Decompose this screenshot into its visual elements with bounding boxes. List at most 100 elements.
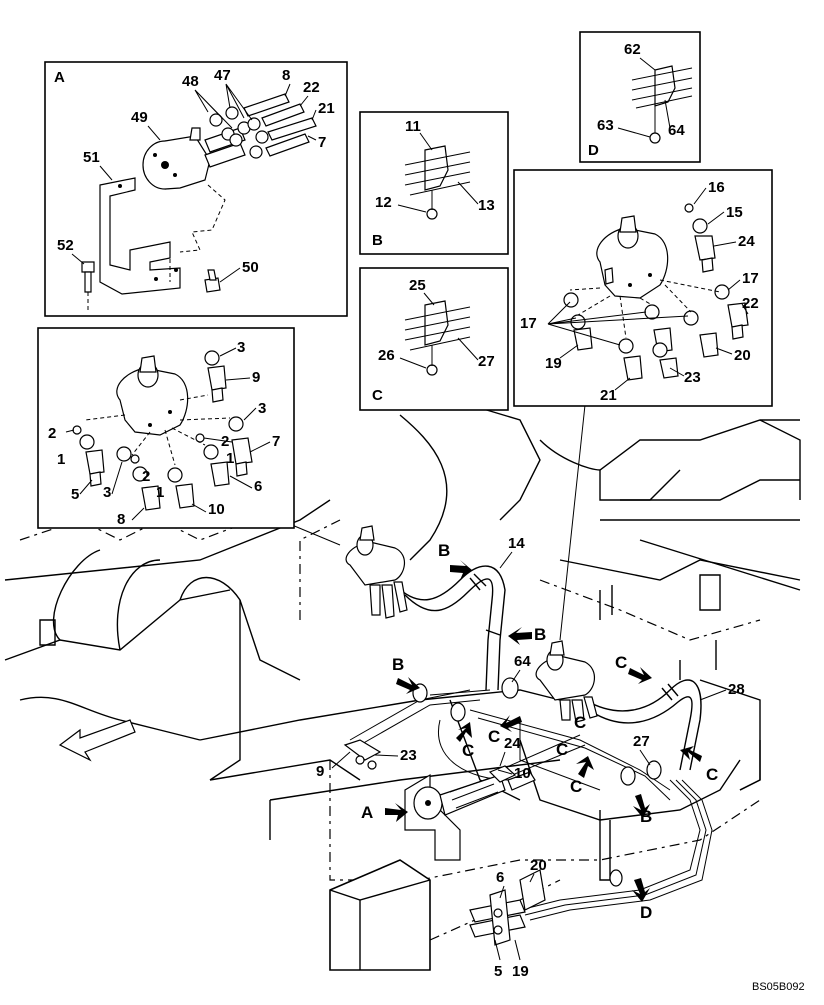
detail-view-d: D 62 63 64 bbox=[579, 31, 701, 163]
part-label: 22 bbox=[303, 79, 320, 96]
arrow-letter: C bbox=[615, 653, 627, 672]
part-label: 51 bbox=[83, 149, 100, 166]
part-label: 24 bbox=[504, 735, 521, 752]
arrow-c-1 bbox=[628, 667, 652, 684]
arrow-letter: C bbox=[574, 713, 586, 732]
arrow-letter: B bbox=[640, 807, 652, 826]
arrow-a bbox=[385, 803, 408, 822]
part-label: 63 bbox=[597, 117, 614, 134]
part-label: 24 bbox=[738, 233, 755, 250]
part-label: 52 bbox=[57, 237, 74, 254]
control-valve-left bbox=[345, 525, 408, 619]
part-label: 3 bbox=[258, 400, 266, 417]
detail-view-a: A bbox=[44, 61, 348, 317]
view-letter: C bbox=[372, 387, 383, 404]
part-label: 1 bbox=[57, 451, 65, 468]
part-label: 13 bbox=[478, 197, 495, 214]
arrow-b-4 bbox=[633, 794, 650, 818]
part-label: 64 bbox=[668, 122, 685, 139]
figure-code: BS05B092 bbox=[752, 981, 805, 993]
part-label: 17 bbox=[520, 315, 537, 332]
part-label: 64 bbox=[514, 653, 531, 670]
control-valve-right bbox=[535, 640, 598, 723]
arrow-letters: B B B C C C C C C C A B D bbox=[361, 541, 718, 922]
part-label: 12 bbox=[375, 194, 392, 211]
part-label: 6 bbox=[254, 478, 262, 495]
arrow-c-3 bbox=[456, 722, 472, 742]
detail-view-c: C 25 26 27 bbox=[359, 267, 509, 411]
arrow-d bbox=[632, 878, 650, 902]
arrow-b-2 bbox=[508, 627, 532, 645]
view-letter: D bbox=[588, 142, 599, 159]
part-label: 1 bbox=[156, 484, 164, 501]
part-label: 5 bbox=[71, 486, 79, 503]
arrow-letter: C bbox=[556, 740, 568, 759]
callout-leader-right bbox=[559, 404, 586, 641]
part-label: 2 bbox=[48, 425, 56, 442]
part-label: 25 bbox=[409, 277, 426, 294]
part-label: 17 bbox=[742, 270, 759, 287]
detail-view-b: B 11 12 13 bbox=[359, 111, 509, 255]
part-label: 16 bbox=[708, 179, 725, 196]
arrow-letter: D bbox=[640, 903, 652, 922]
part-label: 19 bbox=[545, 355, 562, 372]
part-label: 8 bbox=[282, 67, 290, 84]
arrow-letter: C bbox=[462, 741, 474, 760]
part-label: 26 bbox=[378, 347, 395, 364]
part-label: 7 bbox=[318, 134, 326, 151]
part-label: 15 bbox=[726, 204, 743, 221]
view-arrows bbox=[385, 560, 702, 902]
part-label: 23 bbox=[684, 369, 701, 386]
part-label: 27 bbox=[478, 353, 495, 370]
arrow-letter: A bbox=[361, 803, 373, 822]
view-letter: A bbox=[54, 69, 65, 86]
part-label: 20 bbox=[530, 857, 547, 874]
part-label: 11 bbox=[405, 118, 421, 135]
detail-view-left-valve: 3 9 3 2 2 1 7 1 5 3 2 1 6 8 10 bbox=[37, 327, 295, 529]
part-label: 47 bbox=[214, 67, 231, 84]
view-letter: B bbox=[372, 232, 383, 249]
part-label: 21 bbox=[600, 387, 617, 404]
arrow-b-3 bbox=[396, 677, 420, 694]
pedal-valve-a bbox=[404, 773, 506, 861]
detail-view-right-valve: 16 15 24 17 22 17 19 20 21 23 bbox=[513, 169, 773, 407]
part-label: 7 bbox=[272, 433, 280, 450]
bottom-fittings bbox=[469, 869, 546, 946]
part-label: 49 bbox=[131, 109, 148, 126]
part-label: 5 bbox=[494, 963, 502, 980]
arrow-letter: B bbox=[438, 541, 450, 560]
arrow-letter: B bbox=[392, 655, 404, 674]
part-label: 8 bbox=[117, 511, 125, 528]
arrow-c-5 bbox=[680, 746, 702, 762]
part-label: 22 bbox=[742, 295, 759, 312]
part-label: 9 bbox=[316, 763, 324, 780]
part-label: 23 bbox=[400, 747, 417, 764]
part-label: 10 bbox=[208, 501, 225, 518]
part-label: 3 bbox=[103, 484, 111, 501]
machine-frame bbox=[4, 404, 801, 971]
direction-arrow bbox=[58, 719, 136, 762]
part-label: 6 bbox=[496, 869, 504, 886]
junction-blocks bbox=[343, 739, 536, 791]
arrow-b-1 bbox=[450, 560, 472, 580]
part-label: 28 bbox=[728, 681, 745, 698]
part-label: 2 bbox=[142, 468, 150, 485]
part-label: 9 bbox=[252, 369, 260, 386]
part-label: 50 bbox=[242, 259, 259, 276]
arrow-c-4 bbox=[576, 756, 594, 778]
part-label: 19 bbox=[512, 963, 529, 980]
part-label: 1 bbox=[226, 450, 234, 467]
arrow-letter: C bbox=[488, 727, 500, 746]
part-label: 14 bbox=[508, 535, 525, 552]
main-labels: 14 64 28 9 23 24 10 27 6 20 5 19 bbox=[316, 535, 745, 980]
arrow-c-2 bbox=[500, 715, 522, 732]
part-label: 20 bbox=[734, 347, 751, 364]
arrow-letter: C bbox=[706, 765, 718, 784]
part-label: 62 bbox=[624, 41, 641, 58]
part-label: 21 bbox=[318, 100, 335, 117]
part-label: 3 bbox=[237, 339, 245, 356]
part-label: 27 bbox=[633, 733, 650, 750]
part-label: 10 bbox=[514, 765, 531, 782]
